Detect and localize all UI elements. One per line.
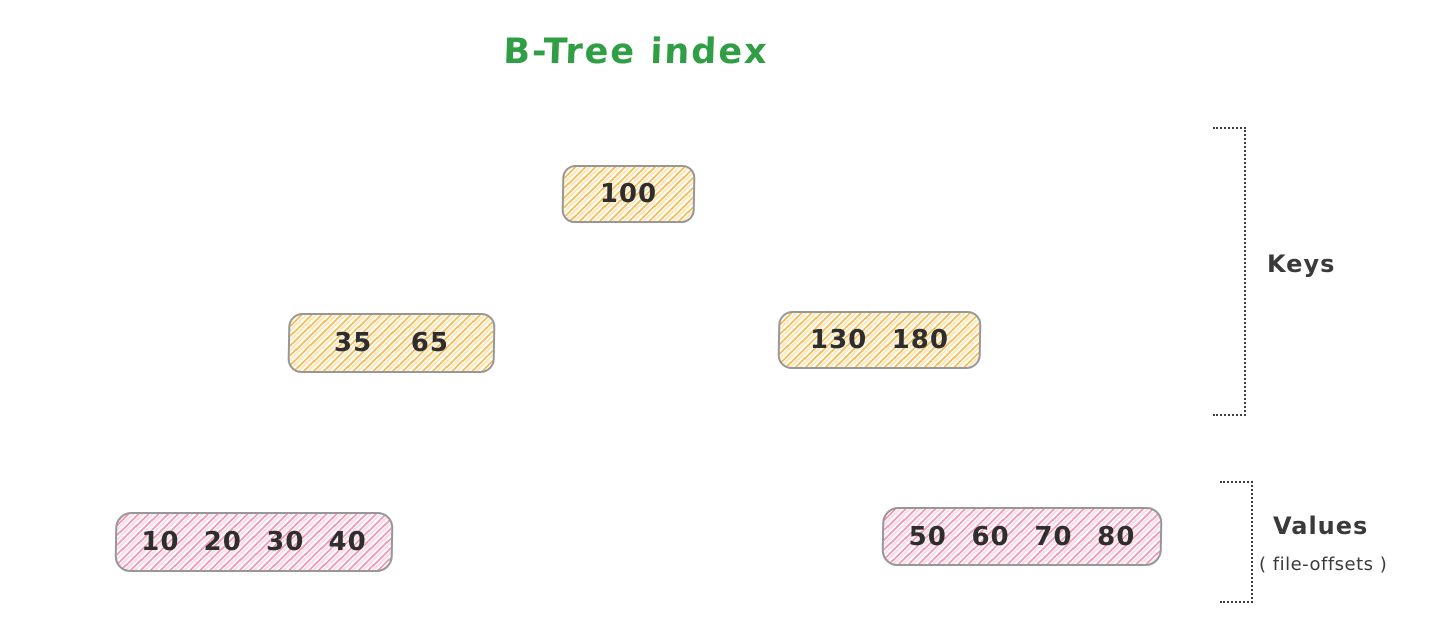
node-key: 100: [599, 179, 658, 209]
diagram-title: B-Tree index: [502, 32, 770, 72]
node-value: 70: [1034, 521, 1073, 552]
values-label: Values: [1273, 512, 1369, 540]
node-key: 65: [410, 328, 450, 358]
node-value: 10: [140, 527, 180, 557]
values-bracket: [1220, 481, 1253, 603]
node-value: 30: [265, 527, 305, 557]
btree-internal-node-left: 35 65: [287, 313, 496, 373]
btree-leaf-node-right: 50 60 70 80: [881, 507, 1163, 566]
btree-root-node: 100: [561, 165, 696, 223]
node-value: 80: [1096, 521, 1136, 552]
btree-internal-node-right: 130 180: [777, 311, 982, 369]
btree-leaf-node-left: 10 20 30 40: [114, 512, 394, 572]
values-note-label: ( file-offsets ): [1259, 554, 1388, 575]
node-key: 130: [809, 325, 868, 355]
node-key: 35: [333, 328, 373, 358]
keys-label: Keys: [1267, 250, 1336, 278]
node-value: 50: [908, 521, 948, 552]
node-key: 180: [891, 325, 950, 355]
keys-bracket: [1213, 127, 1246, 416]
node-value: 40: [328, 527, 368, 557]
node-value: 60: [971, 521, 1010, 552]
node-value: 20: [203, 527, 243, 557]
